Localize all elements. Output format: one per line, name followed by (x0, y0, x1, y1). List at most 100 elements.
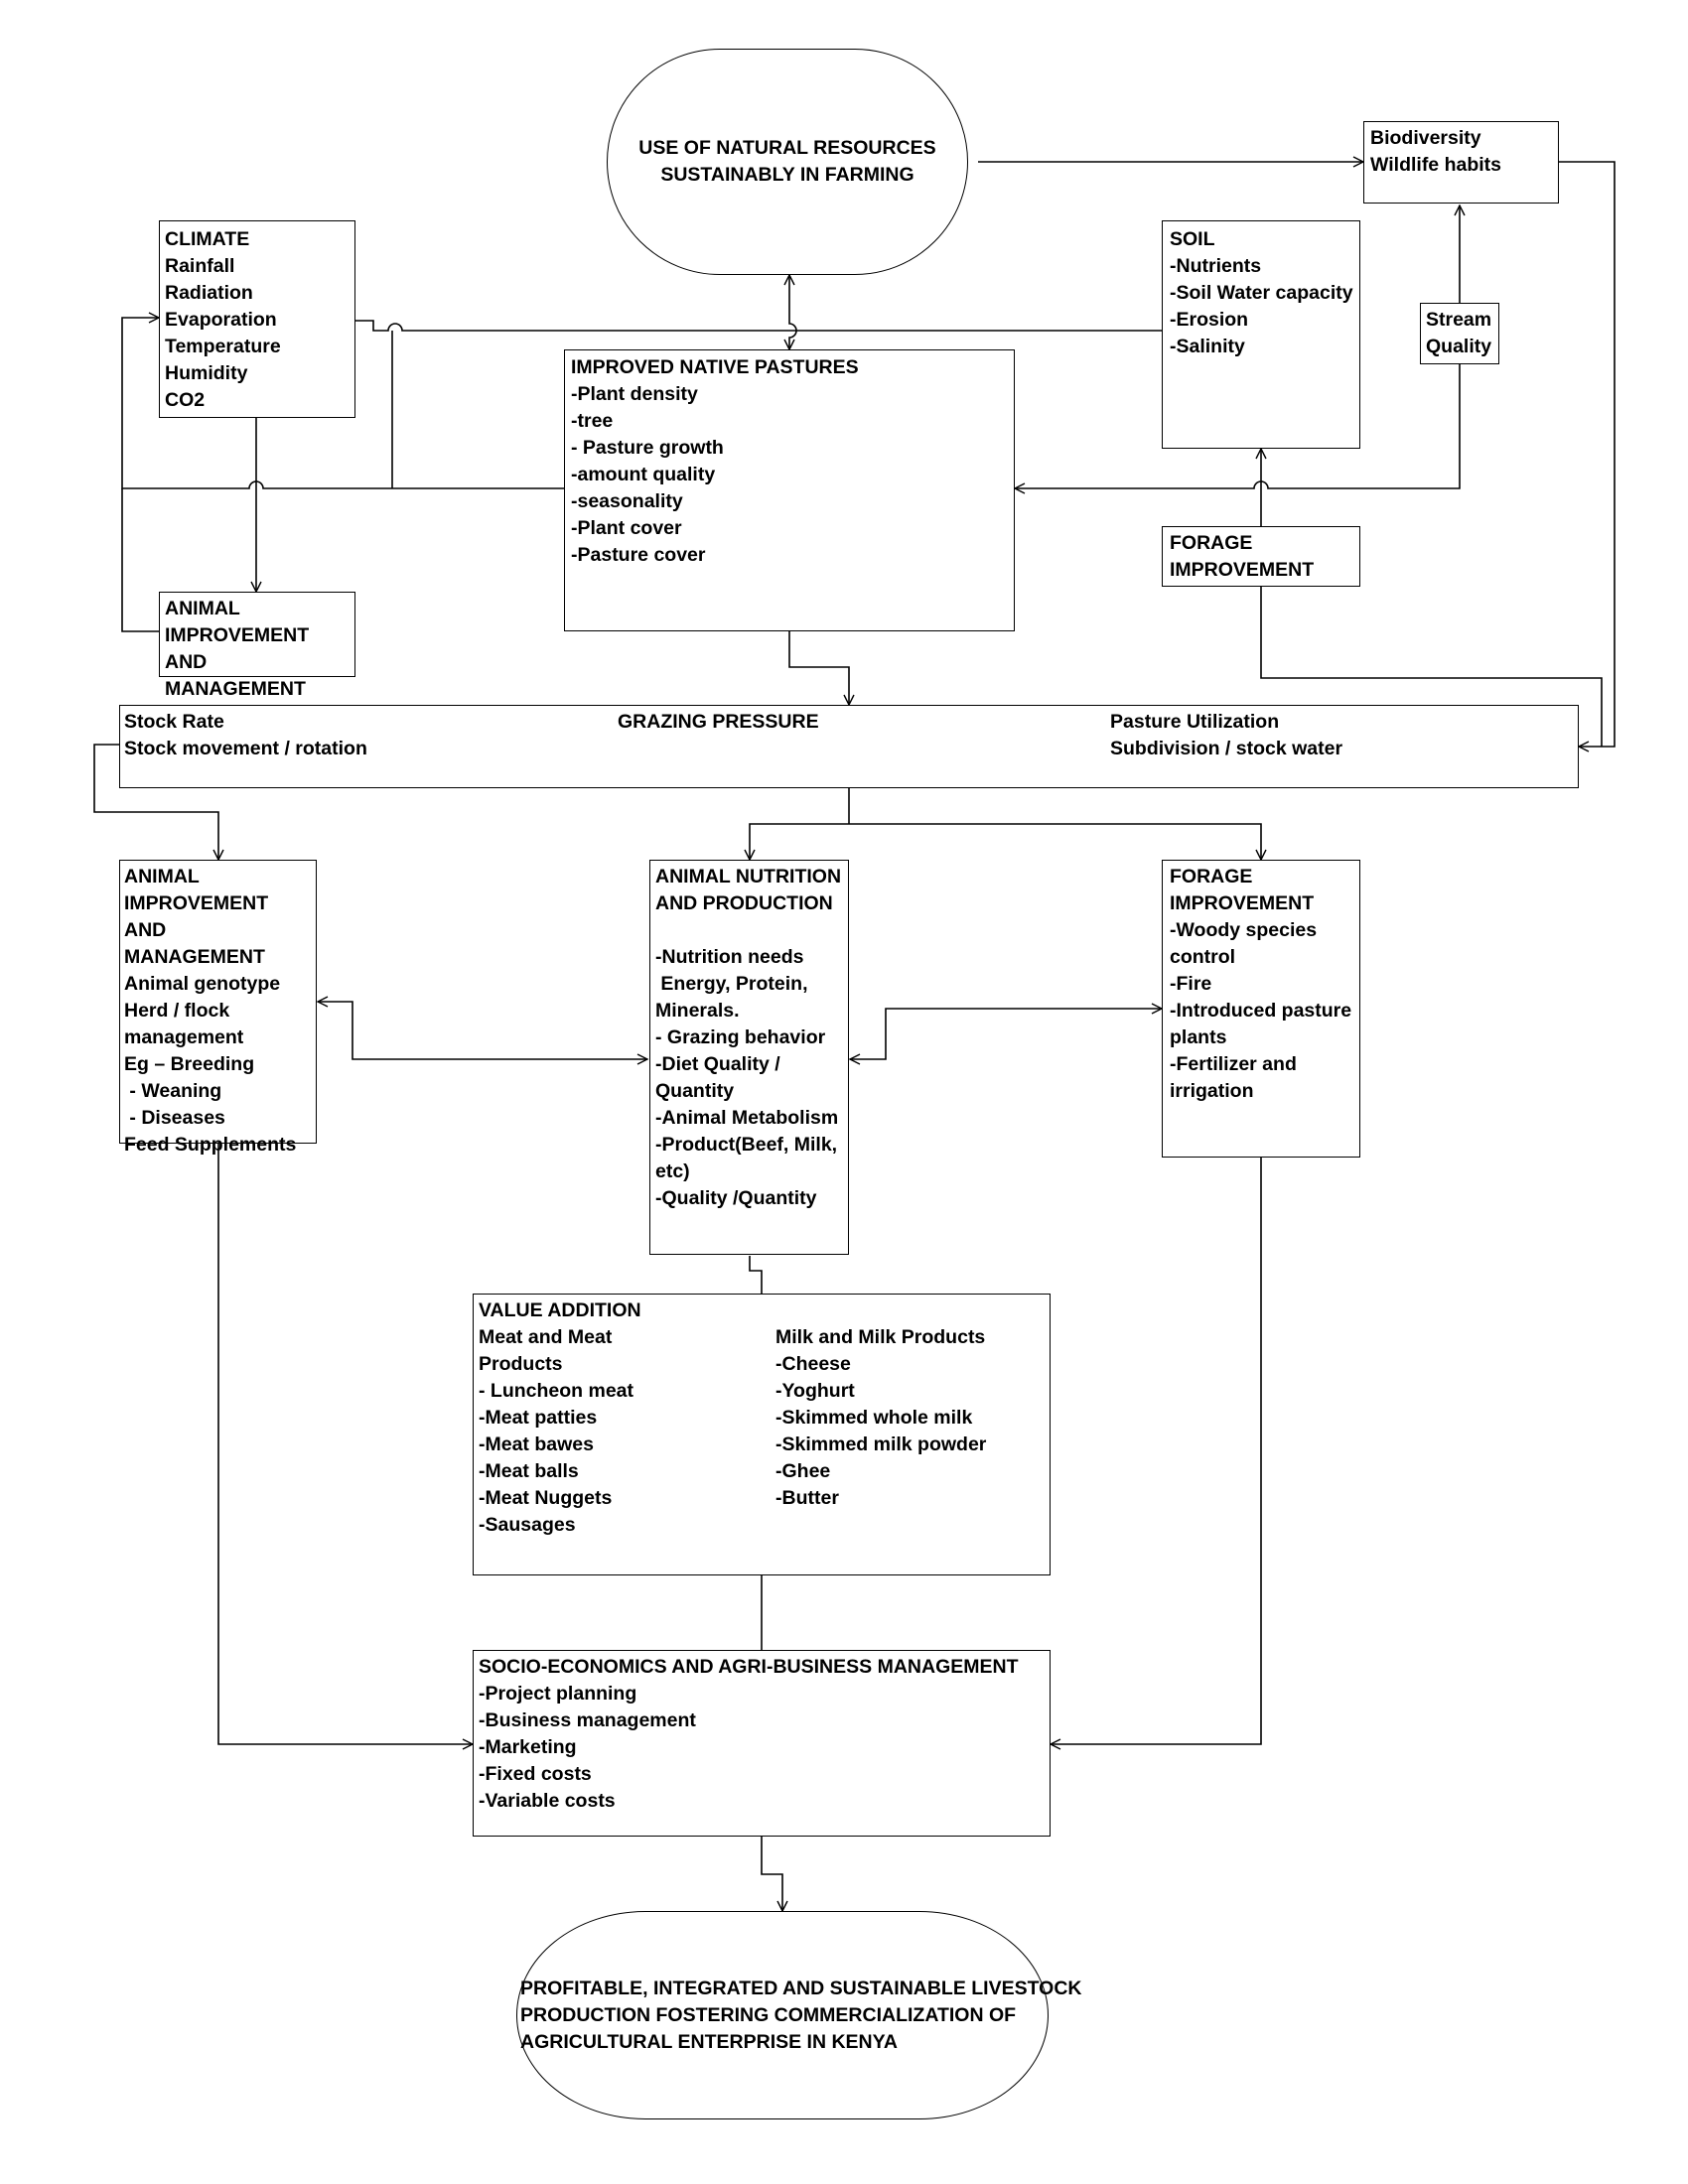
animal-mgmt-line: management (124, 1026, 244, 1048)
connector-nutrition-value (749, 1256, 763, 1294)
animal-top-box (159, 592, 355, 677)
animal-mgmt-box (119, 860, 317, 1144)
grazing-right-text: Pasture Utilization Subdivision / stock … (1110, 709, 1342, 762)
milk-line: -Skimmed milk powder (775, 1433, 987, 1455)
soil-item: -Soil Water capacity (1170, 282, 1353, 304)
nutrition-line: etc) (655, 1160, 690, 1182)
milk-line: -Cheese (775, 1353, 851, 1375)
grazing-left-text: Stock Rate Stock movement / rotation (124, 709, 367, 762)
animal-mgmt-line: Animal genotype (124, 973, 281, 995)
stock-rate-label: Stock Rate (124, 711, 224, 733)
connector-biodiversity-grazing (1559, 161, 1616, 747)
pastures-item: - Pasture growth (571, 437, 724, 459)
pastures-item: -seasonality (571, 490, 683, 512)
animal-top-line: MANAGEMENT (165, 678, 306, 700)
socio-box (473, 1650, 1051, 1837)
forage-mid-line: IMPROVEMENT (1170, 892, 1315, 914)
socio-item: -Business management (479, 1709, 696, 1731)
animal-mgmt-line: - Weaning (124, 1080, 222, 1102)
value-addition-title: VALUE ADDITION (479, 1299, 641, 1321)
goal-natural-resources: USE OF NATURAL RESOURCES SUSTAINABLY IN … (607, 49, 968, 275)
connector-grazing-forage (849, 823, 1261, 860)
connector-animal-nutrition (318, 1002, 647, 1059)
bottom-goal-line-1: PROFITABLE, INTEGRATED AND SUSTAINABLE L… (520, 1977, 1082, 1999)
milk-line: -Butter (775, 1487, 839, 1509)
climate-item: Evaporation (165, 309, 277, 331)
climate-text: CLIMATE Rainfall Radiation Evaporation T… (165, 226, 281, 414)
quality-label: Quality (1426, 336, 1492, 357)
nutrition-line: Minerals. (655, 1000, 740, 1022)
socio-item: -Variable costs (479, 1790, 616, 1812)
pastures-text: IMPROVED NATIVE PASTURES -Plant density … (571, 354, 859, 569)
meat-line: -Meat balls (479, 1460, 579, 1482)
forage-mid-line: plants (1170, 1026, 1227, 1048)
value-addition-milk-text: Milk and Milk Products -Cheese -Yoghurt … (775, 1324, 986, 1512)
nutrition-line: -Nutrition needs (655, 946, 804, 968)
climate-box (159, 220, 355, 418)
pastures-title: IMPROVED NATIVE PASTURES (571, 356, 859, 378)
nutrition-line: -Diet Quality / (655, 1053, 780, 1075)
nutrition-line: ANIMAL NUTRITION (655, 866, 842, 887)
connector-grazing-nutrition (750, 823, 849, 860)
animal-top-line: ANIMAL (165, 598, 240, 619)
nutrition-line: -Quality /Quantity (655, 1187, 817, 1209)
pastures-item: -tree (571, 410, 614, 432)
meat-line: Meat and Meat (479, 1326, 613, 1348)
forage-mid-text: FORAGE IMPROVEMENT -Woody species contro… (1170, 864, 1351, 1105)
soil-item: -Salinity (1170, 336, 1245, 357)
grazing-box (119, 705, 1579, 788)
connector-climate-loop (121, 318, 564, 489)
soil-item: -Erosion (1170, 309, 1249, 331)
animal-mgmt-line: Feed Supplements (124, 1134, 297, 1156)
pastures-item: -amount quality (571, 464, 716, 485)
stream-quality-text: Stream Quality (1426, 307, 1491, 360)
connector-forage-socio (1051, 1158, 1262, 1744)
wildlife-label: Wildlife habits (1370, 154, 1501, 176)
pastures-box (564, 349, 1015, 631)
forage-mid-line: irrigation (1170, 1080, 1254, 1102)
connector-stream-pastures (1015, 363, 1461, 488)
meat-line: - Luncheon meat (479, 1380, 634, 1402)
socio-text: SOCIO-ECONOMICS AND AGRI-BUSINESS MANAGE… (479, 1654, 1019, 1815)
climate-item: Temperature (165, 336, 281, 357)
connector-socio-goal (761, 1837, 782, 1911)
socio-item: -Fixed costs (479, 1763, 592, 1785)
animal-mgmt-line: - Diseases (124, 1107, 225, 1129)
bottom-goal-line-3: AGRICULTURAL ENTERPRISE IN KENYA (520, 2030, 898, 2053)
nutrition-box (649, 860, 849, 1255)
pastures-item: -Plant cover (571, 517, 682, 539)
climate-item: CO2 (165, 389, 206, 411)
animal-mgmt-line: MANAGEMENT (124, 946, 265, 968)
climate-item: Rainfall (165, 255, 235, 277)
climate-item: Humidity (165, 362, 248, 384)
stock-movement-label: Stock movement / rotation (124, 738, 367, 759)
animal-top-text: ANIMAL IMPROVEMENT AND MANAGEMENT (165, 596, 309, 703)
nutrition-line: -Animal Metabolism (655, 1107, 839, 1129)
animal-top-line: IMPROVEMENT (165, 624, 310, 646)
connector-grazing-animal (93, 744, 218, 860)
climate-item: Radiation (165, 282, 253, 304)
nutrition-line (655, 917, 841, 944)
forage-mid-line: FORAGE (1170, 866, 1253, 887)
pastures-item: -Pasture cover (571, 544, 706, 566)
socio-item: -Project planning (479, 1683, 637, 1705)
connector-pastures-grazing (788, 631, 849, 705)
grazing-title: GRAZING PRESSURE (618, 711, 819, 733)
animal-mgmt-line: AND (124, 919, 167, 941)
forage-mid-box (1162, 860, 1360, 1158)
forage-mid-line: control (1170, 946, 1236, 968)
meat-line: -Meat patties (479, 1407, 598, 1429)
stream-label: Stream (1426, 309, 1492, 331)
forage-mid-line: -Fire (1170, 973, 1212, 995)
connector-goal-pastures (789, 275, 797, 349)
nutrition-text: ANIMAL NUTRITION AND PRODUCTION -Nutriti… (655, 864, 841, 1212)
subdivision-label: Subdivision / stock water (1110, 738, 1343, 759)
milk-line: -Skimmed whole milk (775, 1407, 973, 1429)
stream-quality-box (1420, 303, 1499, 364)
animal-mgmt-line: Herd / flock (124, 1000, 230, 1022)
animal-mgmt-text: ANIMAL IMPROVEMENT AND MANAGEMENT Animal… (124, 864, 296, 1159)
biodiversity-box (1363, 121, 1559, 204)
goal-line-1: USE OF NATURAL RESOURCES (638, 137, 936, 159)
soil-title: SOIL (1170, 228, 1215, 250)
